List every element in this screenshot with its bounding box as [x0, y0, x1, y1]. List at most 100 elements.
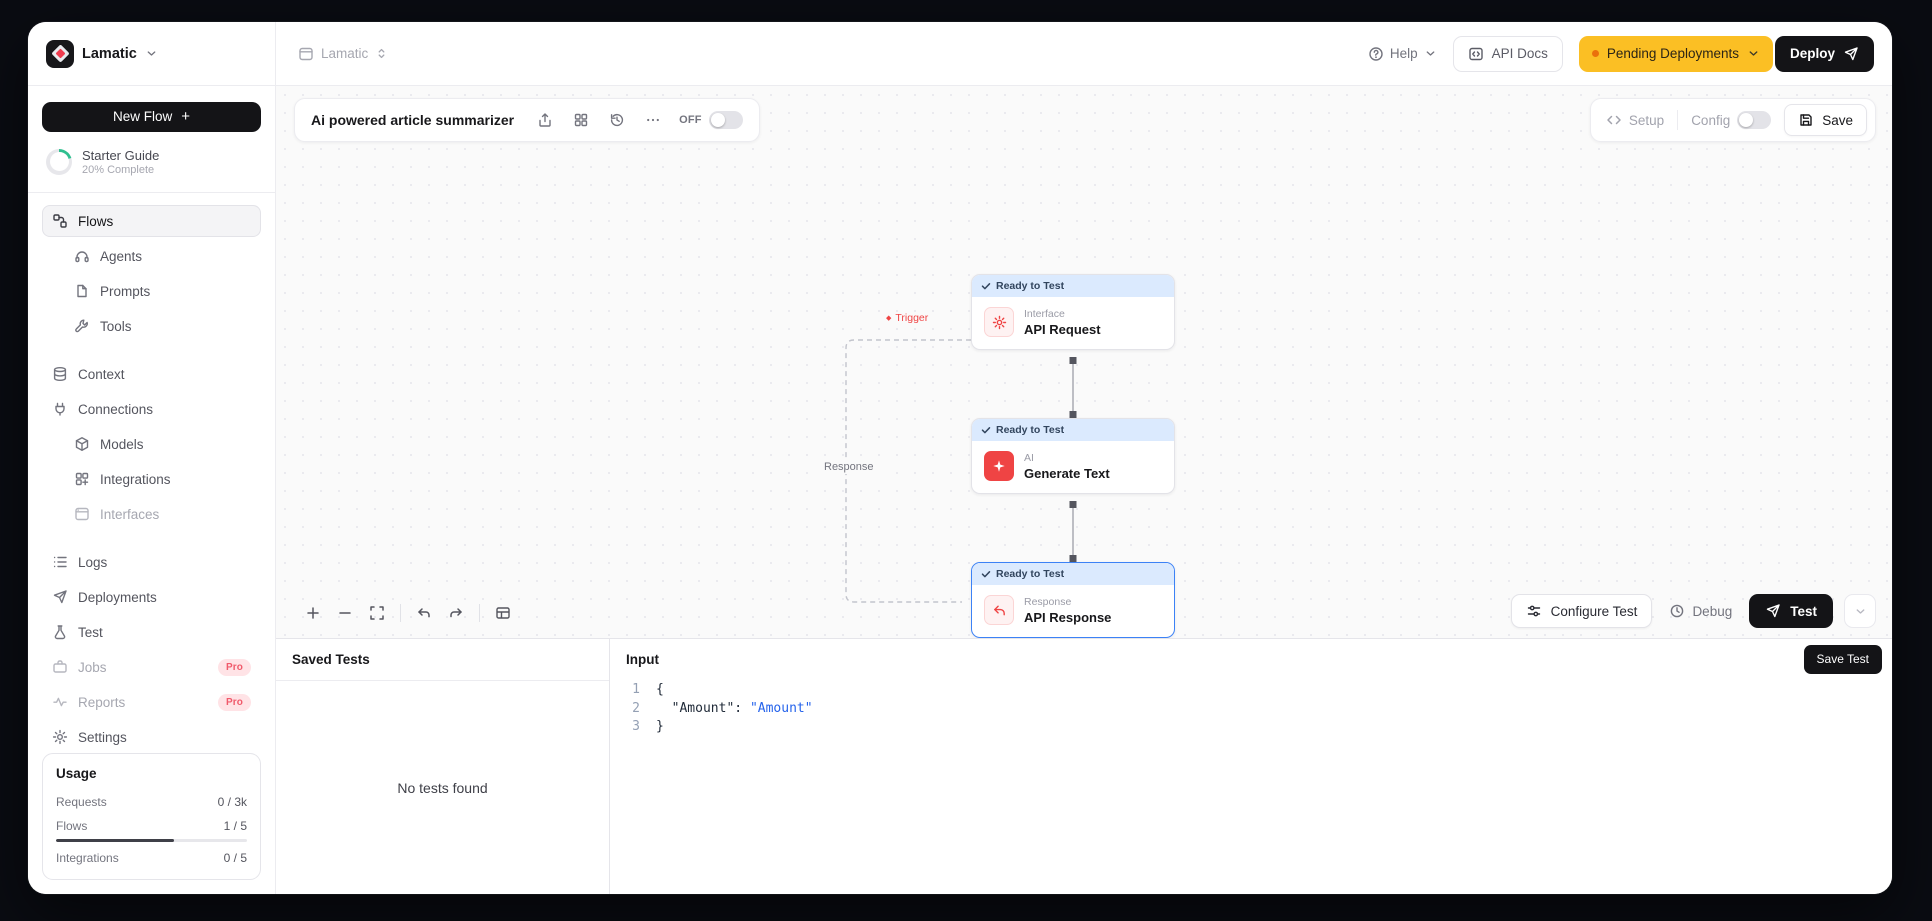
test-options-button[interactable]: [1844, 594, 1876, 628]
sidebar-item-connections[interactable]: Connections: [42, 393, 261, 425]
sidebar-item-interfaces[interactable]: Interfaces: [64, 498, 261, 530]
json-key: "Amount": [671, 700, 735, 716]
debug-button[interactable]: Debug: [1663, 594, 1738, 628]
debug-clock-icon: [1671, 604, 1684, 618]
debug-label: Debug: [1692, 603, 1733, 619]
usage-label: Flows: [56, 819, 88, 833]
response-edge-label: Response: [817, 460, 881, 474]
sidebar-item-prompts[interactable]: Prompts: [64, 275, 261, 307]
chevron-down-icon: [1749, 51, 1758, 56]
breadcrumb-label: Lamatic: [321, 46, 369, 61]
sidebar-item-jobs[interactable]: Jobs Pro: [42, 651, 261, 683]
settings-gear-icon: [52, 729, 68, 745]
usage-value: 1 / 5: [223, 819, 247, 833]
grid-view-button[interactable]: [566, 105, 596, 135]
sidebar-item-deployments[interactable]: Deployments: [42, 581, 261, 613]
auto-layout-button[interactable]: [488, 598, 518, 628]
save-disk-icon: [1800, 114, 1812, 126]
deploy-label: Deploy: [1789, 46, 1835, 61]
line-number: 3: [632, 719, 640, 734]
brand-name: Lamatic: [82, 45, 137, 62]
sidebar-item-settings[interactable]: Settings: [42, 721, 261, 753]
node-name: API Request: [1024, 321, 1101, 337]
deploy-split-button: Pending Deployments Deploy: [1578, 35, 1874, 72]
check-icon: [981, 427, 991, 434]
ellipsis-icon: [647, 118, 659, 122]
divider: [479, 604, 480, 622]
more-options-button[interactable]: [638, 105, 668, 135]
sidebar-item-context[interactable]: Context: [42, 358, 261, 390]
test-button[interactable]: Test: [1749, 594, 1833, 628]
sidebar-item-label: Connections: [78, 401, 154, 417]
saved-tests-header: Saved Tests: [276, 639, 609, 681]
starter-guide-title: Starter Guide: [82, 147, 160, 163]
sidebar-item-label: Context: [78, 366, 125, 382]
configure-test-button[interactable]: Configure Test: [1510, 594, 1653, 628]
sidebar-item-agents[interactable]: Agents: [64, 240, 261, 272]
test-controls: Configure Test Debug Test: [1510, 594, 1876, 628]
flow-node-api-response[interactable]: Ready to Test Response API Response: [971, 562, 1175, 638]
pending-status-dot: [1591, 50, 1599, 57]
jobs-icon: [53, 660, 67, 673]
usage-row-flows: Flows 1 / 5: [56, 814, 247, 838]
view-toolbar: Setup Config Save: [1589, 98, 1876, 142]
deploy-button[interactable]: Deploy: [1774, 35, 1874, 72]
save-button[interactable]: Save: [1784, 104, 1867, 136]
chevron-down-icon: [147, 51, 156, 56]
maximize-icon: [370, 606, 384, 620]
context-icon: [53, 366, 67, 381]
configure-test-label: Configure Test: [1550, 603, 1638, 619]
fit-view-button[interactable]: [362, 598, 392, 628]
sidebar-item-reports[interactable]: Reports Pro: [42, 686, 261, 718]
help-circle-icon: [1369, 46, 1383, 61]
share-flow-button[interactable]: [530, 105, 560, 135]
flow-node-api-request[interactable]: Ready to Test Interface API Request: [971, 274, 1175, 350]
undo-button[interactable]: [409, 598, 439, 628]
setup-button[interactable]: Setup: [1606, 112, 1664, 128]
starter-guide-progress: 20% Complete: [82, 164, 155, 176]
config-toggle[interactable]: [1737, 111, 1772, 129]
line-number: 1: [632, 682, 640, 697]
help-label: Help: [1389, 46, 1418, 61]
code-line: 1{: [610, 681, 1892, 700]
new-flow-button[interactable]: New Flow +: [42, 102, 261, 132]
test-input-editor[interactable]: 1{ 2 "Amount": "Amount" 3}: [610, 679, 1892, 894]
help-menu[interactable]: Help: [1368, 46, 1437, 62]
usage-row-integrations: Integrations 0 / 5: [56, 846, 247, 870]
sidebar-item-test[interactable]: Test: [42, 616, 261, 648]
sidebar-item-tools[interactable]: Tools: [64, 310, 261, 342]
sidebar-item-flows[interactable]: Flows: [42, 205, 261, 237]
version-history-button[interactable]: [602, 105, 632, 135]
integrations-icon: [75, 472, 89, 486]
save-test-button[interactable]: Save Test: [1803, 644, 1882, 674]
redo-button[interactable]: [441, 598, 471, 628]
pending-deployments-button[interactable]: Pending Deployments: [1578, 35, 1773, 72]
pending-deployments-label: Pending Deployments: [1606, 46, 1739, 61]
node-category: Interface: [1024, 307, 1065, 320]
workspace-switcher[interactable]: Lamatic: [28, 22, 276, 85]
sidebar-item-models[interactable]: Models: [64, 428, 261, 460]
zoom-in-button[interactable]: [298, 598, 328, 628]
grid-icon: [574, 113, 588, 127]
starter-guide[interactable]: Starter Guide 20% Complete: [46, 148, 257, 176]
divider: [1677, 110, 1679, 130]
canvas-controls: [298, 598, 518, 628]
sidebar-item-logs[interactable]: Logs: [42, 546, 261, 578]
flow-canvas[interactable]: ◆ Trigger Response Ready to Test: [276, 86, 1892, 638]
logs-icon: [53, 556, 67, 568]
usage-card: Usage Requests 0 / 3k Flows 1 / 5 Integr…: [42, 753, 261, 880]
minus-icon: [339, 612, 351, 614]
saved-tests-empty-state: No tests found: [397, 779, 488, 796]
breadcrumb[interactable]: Lamatic: [298, 46, 388, 62]
sidebar-item-label: Models: [100, 436, 144, 452]
pro-badge: Pro: [218, 658, 251, 676]
interfaces-icon: [75, 507, 89, 521]
api-docs-button[interactable]: API Docs: [1452, 35, 1563, 72]
sidebar-item-label: Interfaces: [100, 506, 160, 522]
flow-node-generate-text[interactable]: Ready to Test AI Generate Text: [971, 418, 1175, 494]
flow-enable-toggle[interactable]: [708, 111, 743, 129]
node-category: AI: [1024, 451, 1034, 464]
sidebar-item-integrations[interactable]: Integrations: [64, 463, 261, 495]
zoom-out-button[interactable]: [330, 598, 360, 628]
node-status-badge: Ready to Test: [972, 275, 1174, 297]
